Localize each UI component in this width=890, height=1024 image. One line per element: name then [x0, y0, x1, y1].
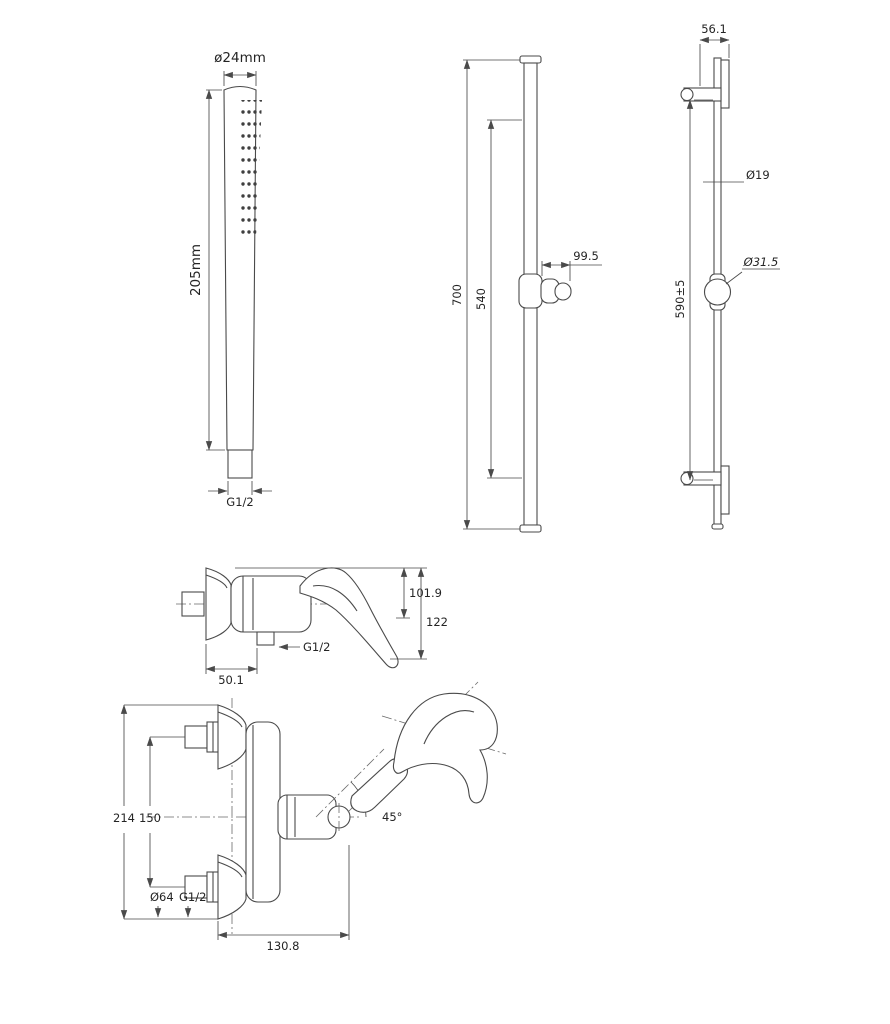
thread-section [227, 449, 253, 479]
bottom-escutcheon [217, 854, 247, 920]
rod-diameter-label: Ø19 [746, 168, 770, 182]
mixer-body [245, 721, 281, 903]
mixer-front-drawing: 214 150 Ø64 G1/2 130.8 45° [113, 681, 507, 953]
handle-grip-detail [392, 692, 498, 804]
mount-spacing-label: 590±5 [673, 280, 687, 319]
slidebar-height-label: 700 [450, 284, 464, 306]
spray-dots [240, 100, 262, 238]
mixer-offset-label: 50.1 [218, 673, 244, 687]
flange-diameter-label: Ø64 [150, 890, 174, 904]
mixer-side-drawing: 101.9 122 G1/2 50.1 [176, 567, 448, 687]
handshower-diameter-label: ø24mm [214, 50, 266, 66]
lever-handle-side [299, 567, 399, 669]
holder-depth-label: 99.5 [573, 249, 599, 263]
mixer-outlet-thread-label: G1/2 [303, 640, 330, 654]
mixer-overall-height-label: 214 [113, 811, 135, 825]
mixer-depth-label: 130.8 [267, 939, 300, 953]
top-inlet-nipple [184, 725, 208, 749]
handshower-drawing: ø24mm 205mm G1/2 [188, 50, 272, 509]
inlet-nipple [181, 591, 205, 617]
outlet-port [256, 631, 275, 646]
handshower-length-label: 205mm [188, 244, 204, 296]
slidebar-front-drawing: 700 540 99.5 [450, 55, 602, 533]
slidebar-side-drawing: 56.1 Ø19 Ø31.5 590±5 [673, 22, 780, 530]
handshower-holder [518, 273, 543, 309]
top-escutcheon [217, 704, 247, 770]
inlet-spacing-label: 150 [139, 811, 161, 825]
slidebar-travel-label: 540 [474, 288, 488, 310]
inlet-thread-label: G1/2 [179, 890, 206, 904]
mixer-height-upper-label: 101.9 [409, 586, 442, 600]
mixer-height-total-label: 122 [426, 615, 448, 629]
handle-angle-label: 45° [382, 810, 402, 824]
bracket-depth-label: 56.1 [701, 22, 727, 36]
knob-diameter-label: Ø31.5 [743, 255, 779, 269]
handshower-thread-label: G1/2 [226, 495, 253, 509]
slider-knob [703, 278, 732, 306]
